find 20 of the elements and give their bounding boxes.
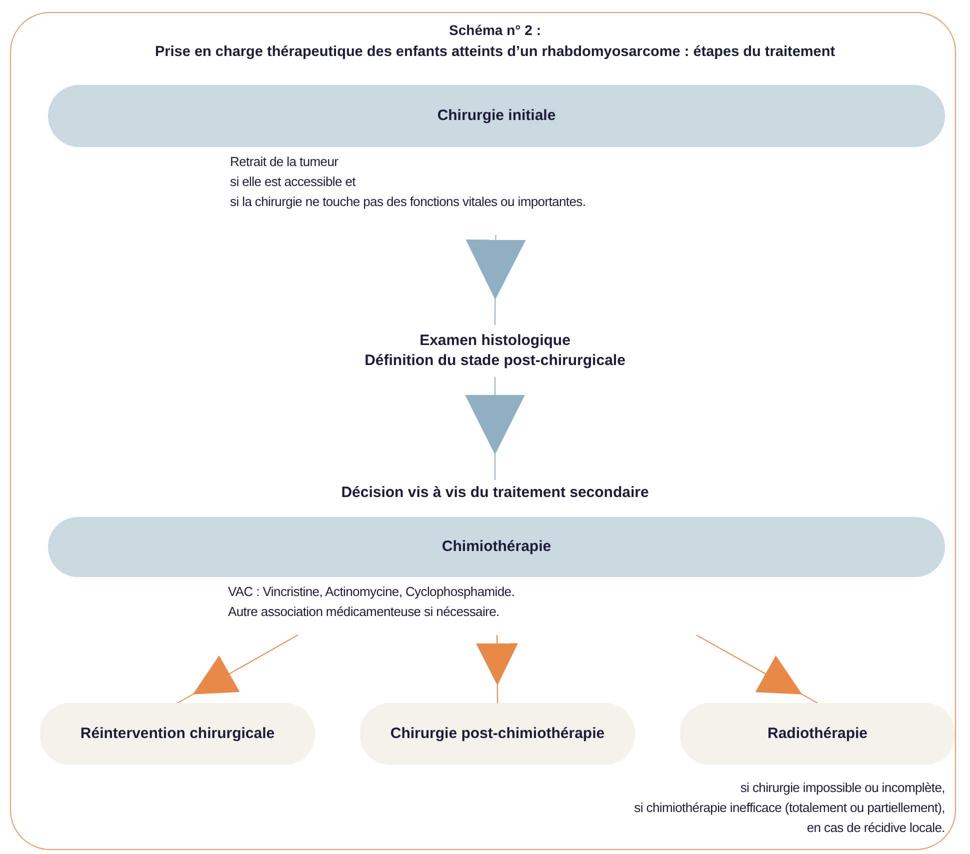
- node-text: Définition du stade post-chirurgicale: [364, 351, 626, 371]
- diagram-subtitle: Prise en charge thérapeutique des enfants atteints d’un rhabdomyosarcome : étapes du traitement: [154, 43, 836, 62]
- node-text: Réintervention chirurgicale: [80, 724, 275, 744]
- note-text: si la chirurgie ne touche pas des fonctions vitales ou importantes.: [230, 193, 587, 211]
- note-text: si chimiothérapie inefficace (totalement ou partiellement),: [633, 799, 945, 817]
- node-text: Radiothérapie: [767, 724, 868, 744]
- note-text: Autre association médicamenteuse si nécessaire.: [228, 603, 500, 621]
- option-box: [680, 703, 955, 765]
- note-text: si chirurgie impossible ou incomplète,: [739, 779, 945, 797]
- node-text: Chirurgie initiale: [437, 106, 556, 126]
- note-text: VAC : Vincristine, Actinomycine, Cyclophosphamide.: [228, 583, 516, 601]
- note-text: en cas de récidive locale.: [806, 819, 945, 837]
- diagram-title: Schéma n° 2 :: [448, 21, 542, 40]
- node-text: Chimiothérapie: [442, 537, 552, 557]
- arrow: [465, 376, 525, 480]
- node-text: Examen histologique: [420, 331, 570, 351]
- node-text: Chirurgie post-chimiothérapie: [390, 724, 605, 744]
- note-text: Retrait de la tumeur: [230, 153, 340, 171]
- note-text: si elle est accessible et: [230, 173, 357, 191]
- node-text: Décision vis à vis du traitement secondaire: [341, 483, 649, 503]
